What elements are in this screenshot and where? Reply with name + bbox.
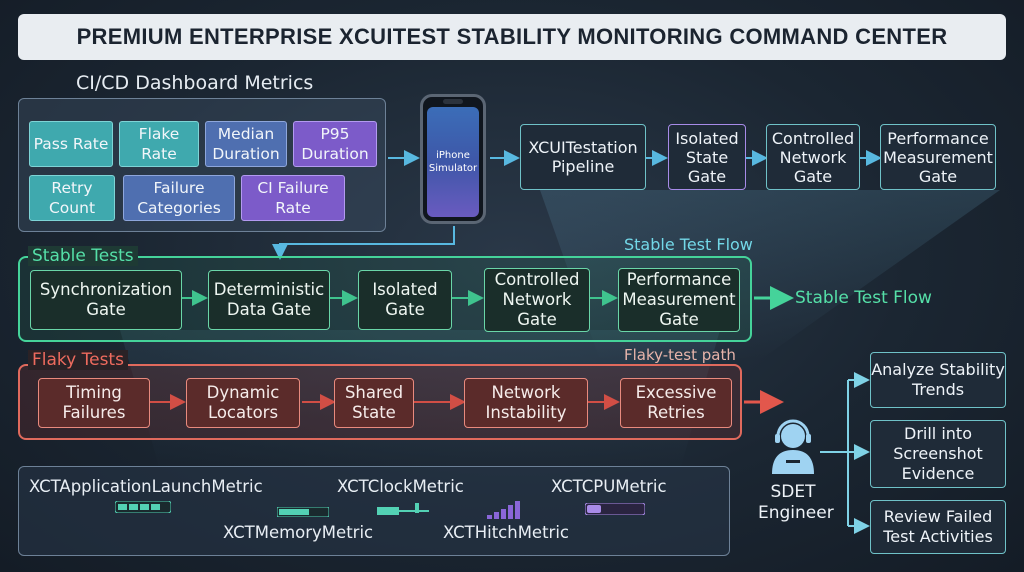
action-review-failed-test-activities[interactable]: Review Failed Test Activities (870, 500, 1006, 554)
phone-notch (443, 99, 463, 104)
stable-tests-panel: Synchronization Gate Deterministic Data … (18, 256, 752, 342)
pipeline-xcuitestation[interactable]: XCUITestation Pipeline (520, 124, 646, 190)
flaky-shared-state[interactable]: Shared State (334, 378, 414, 428)
pipeline-isolated-state-gate[interactable]: Isolated State Gate (668, 124, 746, 190)
flaky-network-instability[interactable]: Network Instability (464, 378, 588, 428)
flaky-tests-heading: Flaky Tests (28, 350, 128, 370)
stable-tests-heading: Stable Tests (28, 246, 138, 266)
phone-screen-label: iPhone Simulator (427, 107, 479, 217)
metric-failure-categories[interactable]: Failure Categories (123, 175, 235, 221)
metric-retry-count[interactable]: Retry Count (29, 175, 115, 221)
performance-metrics-panel: XCTApplicationLaunchMetric XCTClockMetri… (18, 466, 730, 556)
metric-app-launch: XCTApplicationLaunchMetric (29, 477, 263, 496)
metric-memory: XCTMemoryMetric (223, 523, 374, 542)
flaky-excessive-retries[interactable]: Excessive Retries (620, 378, 732, 428)
pipeline-controlled-network-gate[interactable]: Controlled Network Gate (766, 124, 860, 190)
metric-p95-duration[interactable]: P95 Duration (293, 121, 377, 167)
stable-deterministic-data-gate[interactable]: Deterministic Data Gate (208, 270, 330, 330)
flaky-timing-failures[interactable]: Timing Failures (38, 378, 150, 428)
iphone-simulator[interactable]: iPhone Simulator (420, 94, 486, 224)
stable-synchronization-gate[interactable]: Synchronization Gate (30, 270, 182, 330)
metric-clock: XCTClockMetric (337, 477, 464, 496)
launch-segment-gauge (115, 501, 171, 513)
clock-slider-gauge (377, 503, 429, 515)
flaky-dynamic-locators[interactable]: Dynamic Locators (186, 378, 300, 428)
metric-hitch: XCTHitchMetric (443, 523, 569, 542)
cpu-bar-gauge (585, 503, 645, 515)
memory-bar-gauge (277, 507, 329, 517)
stable-flow-label-side: Stable Test Flow (795, 288, 932, 308)
stable-isolated-gate[interactable]: Isolated Gate (358, 270, 452, 330)
stable-controlled-network-gate[interactable]: Controlled Network Gate (484, 268, 590, 332)
sdet-engineer-icon (772, 419, 814, 474)
metric-flake-rate[interactable]: Flake Rate (119, 121, 199, 167)
metric-cpu: XCTCPUMetric (551, 477, 667, 496)
pipeline-performance-measurement-gate[interactable]: Performance Measurement Gate (880, 124, 996, 190)
metrics-panel: Pass Rate Flake Rate Median Duration P95… (18, 98, 386, 232)
stable-flow-label-top: Stable Test Flow (624, 235, 753, 254)
flaky-tests-panel: Timing Failures Dynamic Locators Shared … (18, 364, 742, 440)
flaky-path-label: Flaky-test path (624, 346, 736, 364)
action-analyze-stability-trends[interactable]: Analyze Stability Trends (870, 352, 1006, 408)
page-title: PREMIUM ENTERPRISE XCUITEST STABILITY MO… (18, 14, 1006, 60)
action-drill-into-screenshot-evidence[interactable]: Drill into Screenshot Evidence (870, 420, 1006, 488)
stable-performance-measurement-gate[interactable]: Performance Measurement Gate (618, 268, 740, 332)
metric-ci-failure-rate[interactable]: CI Failure Rate (241, 175, 345, 221)
hitch-signal-gauge (487, 501, 520, 519)
metric-median-duration[interactable]: Median Duration (205, 121, 287, 167)
metrics-heading: CI/CD Dashboard Metrics (76, 72, 314, 94)
metric-pass-rate[interactable]: Pass Rate (29, 121, 113, 167)
sdet-engineer-label: SDET Engineer (758, 482, 834, 523)
